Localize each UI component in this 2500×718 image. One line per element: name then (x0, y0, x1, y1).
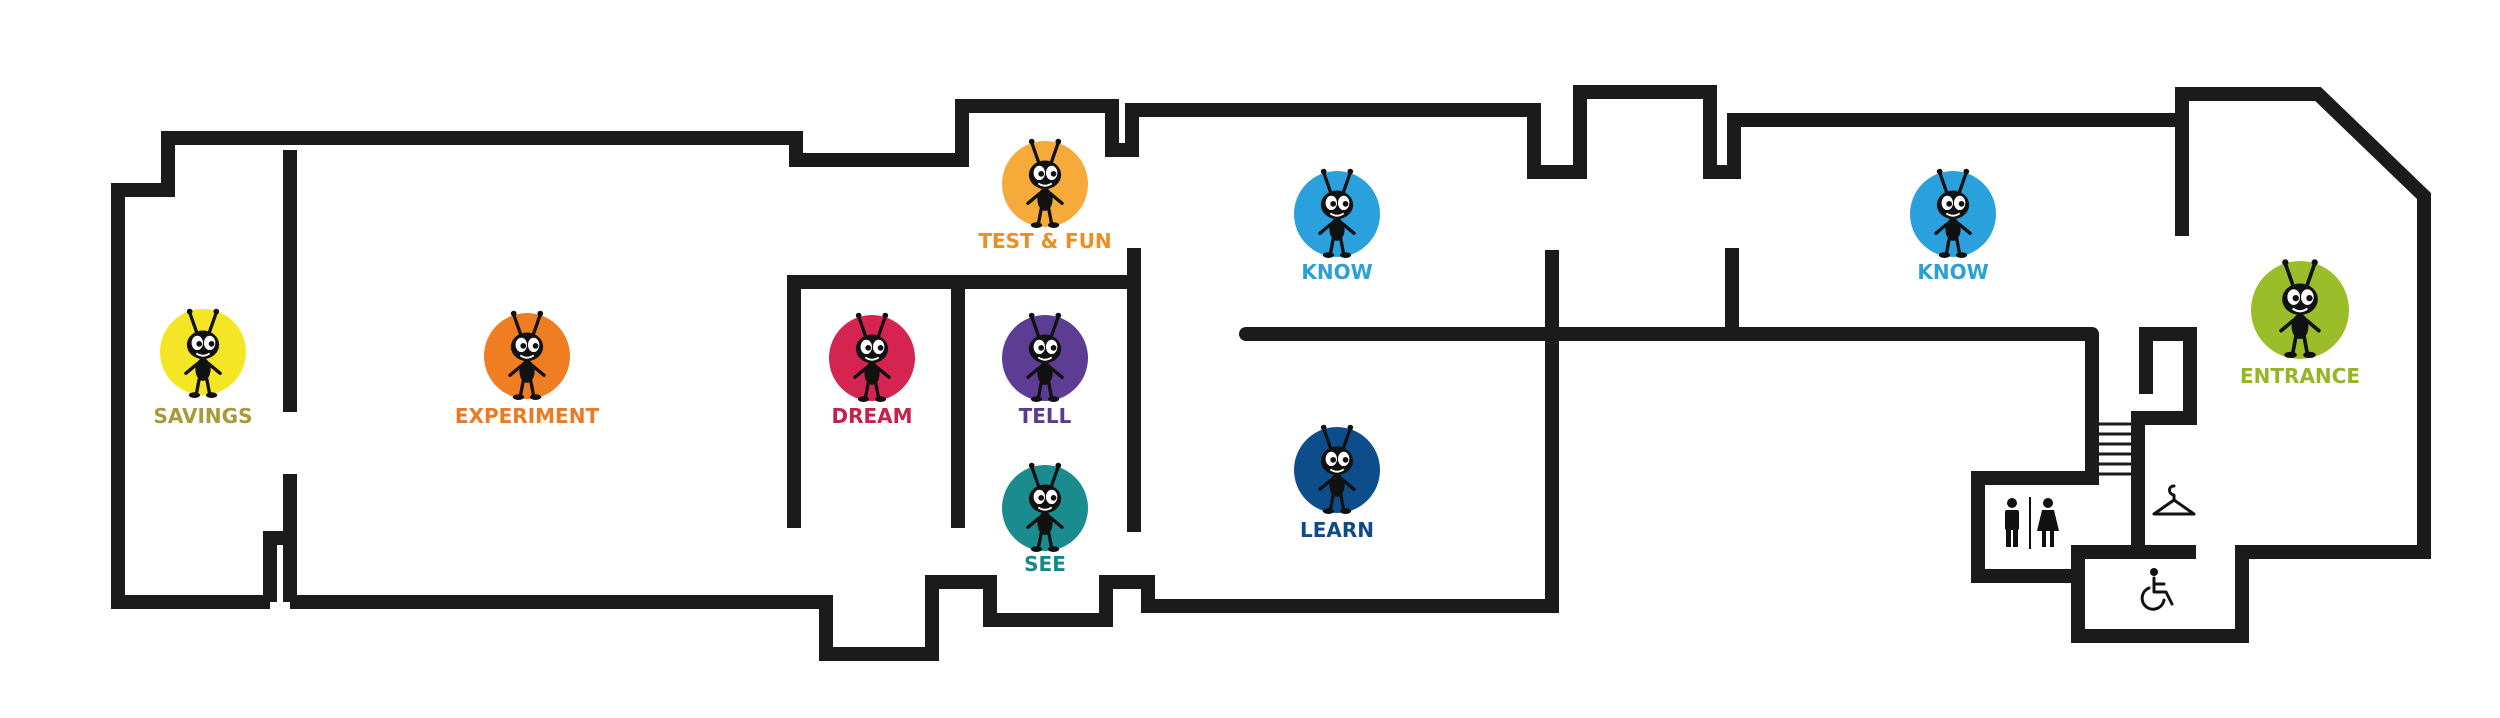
zone-label-see: SEE (1024, 552, 1066, 576)
restroom-icon (2005, 497, 2059, 549)
zone-label-tell: TELL (1019, 404, 1072, 428)
staircase (2092, 422, 2138, 476)
zone-know-2[interactable]: KNOW (1910, 167, 1996, 284)
zone-label-test-fun: TEST & FUN (978, 229, 1111, 253)
zone-label-dream: DREAM (831, 404, 912, 428)
zone-label-entrance: ENTRANCE (2240, 364, 2360, 388)
zone-entrance[interactable]: ENTRANCE (2240, 257, 2360, 388)
zone-learn[interactable]: LEARN (1294, 423, 1380, 542)
zone-dream[interactable]: DREAM (829, 311, 915, 428)
zone-label-experiment: EXPERIMENT (455, 404, 600, 428)
zone-experiment[interactable]: EXPERIMENT (455, 309, 600, 428)
zone-label-know-1: KNOW (1301, 260, 1372, 284)
zone-see[interactable]: SEE (1002, 461, 1088, 576)
walls (111, 85, 2431, 661)
wheelchair-icon (2140, 568, 2174, 611)
zone-label-learn: LEARN (1300, 518, 1374, 542)
zone-test-fun[interactable]: TEST & FUN (978, 137, 1112, 253)
zone-know-1[interactable]: KNOW (1294, 167, 1380, 284)
zone-savings[interactable]: SAVINGS (153, 307, 253, 428)
zone-label-savings: SAVINGS (153, 404, 252, 428)
zone-label-know-2: KNOW (1917, 260, 1988, 284)
hanger-icon (2152, 484, 2196, 516)
zone-tell[interactable]: TELL (1002, 311, 1088, 428)
